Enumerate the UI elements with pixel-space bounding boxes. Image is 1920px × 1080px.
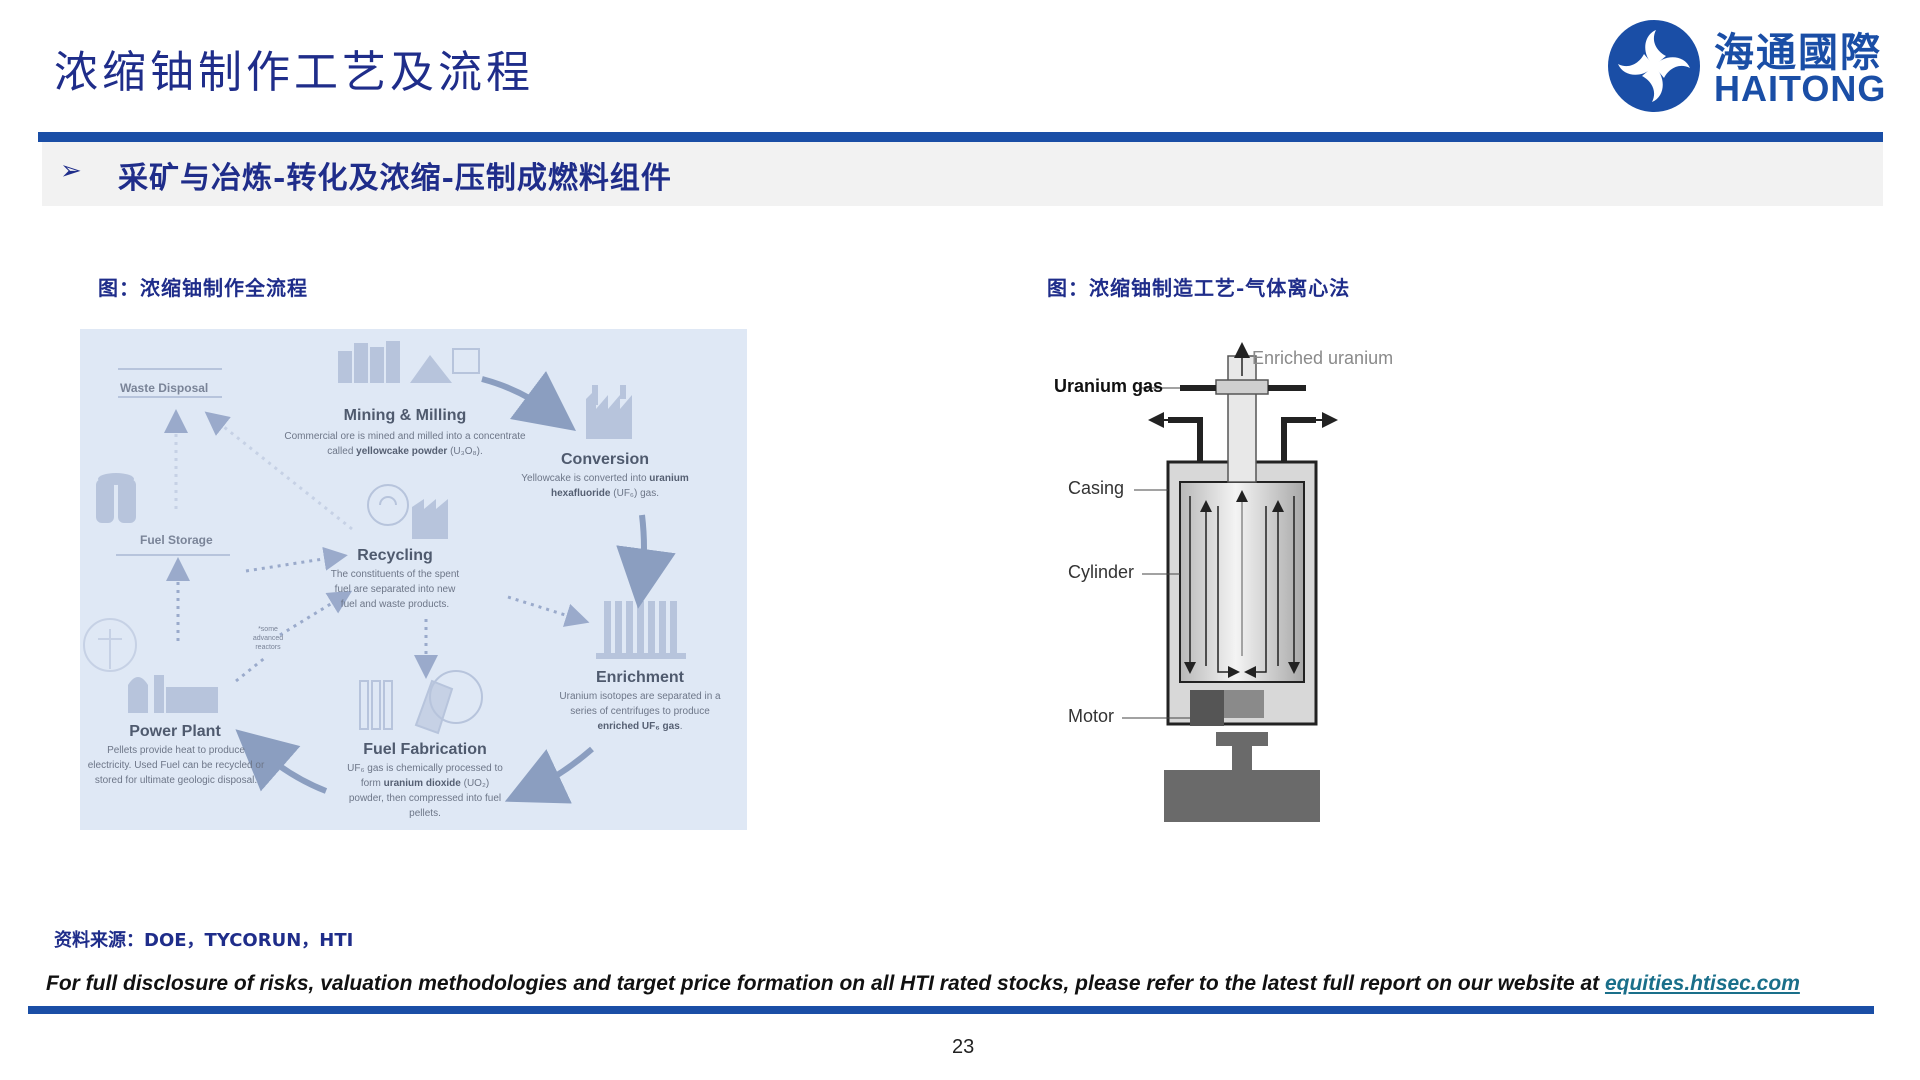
casing-label: Casing (1068, 478, 1125, 498)
fuel-storage-tanks-icon (96, 473, 136, 523)
fuel-fabrication-title: Fuel Fabrication (363, 741, 487, 758)
enrichment-title: Enrichment (595, 669, 684, 686)
gas-centrifuge-diagram: Enriched uranium Uranium gas Casing Cyli… (1040, 336, 1440, 826)
conversion-desc: Yellowcake is converted into uranium hex… (521, 473, 689, 499)
mining-desc: Commercial ore is mined and milled into … (284, 431, 526, 457)
enriched-uranium-label: Enriched uranium (1252, 348, 1394, 368)
motor-label: Motor (1068, 706, 1115, 726)
haitong-logo: 海通國際 HAITONG (1604, 16, 1894, 116)
logo-english-text: HAITONG (1714, 68, 1887, 109)
page-number: 23 (952, 1036, 975, 1058)
waste-disposal-label: Waste Disposal (120, 381, 209, 395)
logo-chinese-text: 海通國際 (1714, 30, 1882, 76)
fuel-pellets-icon (359, 670, 483, 735)
enrichment-desc: Uranium isotopes are separated in a seri… (559, 691, 721, 732)
cylinder-label: Cylinder (1068, 562, 1135, 582)
header-divider-bar (38, 132, 1883, 142)
recycling-icon (367, 484, 448, 539)
power-plant-icon (83, 618, 218, 713)
right-figure-caption: 图：浓缩铀制造工艺-气体离心法 (1047, 276, 1351, 300)
centrifuge-motor (1190, 690, 1224, 726)
centrifuge-graphics (1122, 342, 1338, 822)
page-title: 浓缩铀制作工艺及流程 (54, 47, 534, 98)
recycling-title: Recycling (357, 547, 433, 564)
centrifuges-icon (596, 601, 686, 659)
factory-icon (586, 385, 632, 439)
fuel-cycle-graphics (83, 341, 686, 804)
footer-divider-bar (28, 1006, 1874, 1014)
conversion-title: Conversion (560, 451, 649, 468)
source-note: 资料来源：DOE，TYCORUN，HTI (54, 930, 354, 951)
left-figure-caption: 图：浓缩铀制作全流程 (98, 276, 308, 300)
power-plant-title: Power Plant (129, 723, 221, 740)
centrifuge-base (1164, 770, 1320, 822)
fuel-storage-label: Fuel Storage (140, 533, 213, 547)
fuel-cycle-diagram: Waste Disposal Fuel Storage Mining & Mil… (80, 329, 747, 830)
section-heading: 采矿与冶炼-转化及浓缩-压制成燃料组件 (118, 161, 672, 196)
haitong-swirl-logo-icon (1608, 20, 1700, 112)
mining-icon (338, 341, 480, 383)
advanced-reactors-note: *some advanced reactors (252, 626, 284, 651)
mining-title: Mining & Milling (343, 407, 467, 424)
section-heading-band: ➢ 采矿与冶炼-转化及浓缩-压制成燃料组件 (42, 142, 1883, 206)
website-link[interactable]: equities.htisec.com (1604, 972, 1800, 995)
fuel-fabrication-desc: UF₆ gas is chemically processed to form … (347, 763, 503, 819)
disclosure-text: For full disclosure of risks, valuation … (46, 972, 1800, 995)
uranium-gas-label: Uranium gas (1054, 376, 1164, 396)
recycling-desc: The constituents of the spent fuel are s… (330, 569, 460, 610)
power-plant-desc: Pellets provide heat to produce electric… (87, 745, 265, 786)
arrow-bullet-icon: ➢ (60, 156, 82, 186)
